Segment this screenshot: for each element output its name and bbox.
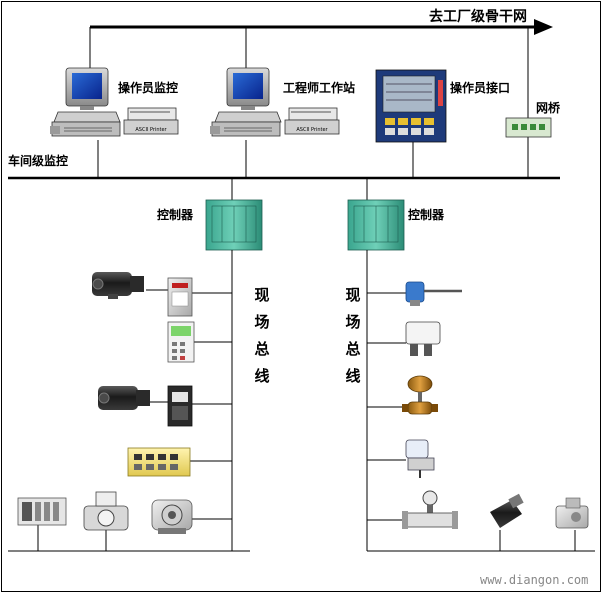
servo-motor-icon xyxy=(92,272,144,299)
printer-icon: ASCII Printer xyxy=(123,107,179,135)
operator-monitor-label: 操作员监控 xyxy=(118,81,179,95)
fieldbus-char: 总 xyxy=(345,340,361,358)
temperature-sensor-icon xyxy=(405,281,462,306)
left-branch-lines xyxy=(37,289,232,551)
flow-meter-icon xyxy=(402,490,458,529)
fieldbus-char: 总 xyxy=(254,340,270,358)
control-valve-icon xyxy=(402,375,438,415)
right-fieldbus-label: 现 场 总 线 xyxy=(344,282,362,390)
fieldbus-char: 现 xyxy=(345,286,361,304)
transmitter-icon xyxy=(405,321,441,356)
right-controller-label: 控制器 xyxy=(408,208,445,222)
printer-label: ASCII Printer xyxy=(296,127,328,133)
fieldbus-char: 场 xyxy=(345,313,361,331)
drive-unit-icon xyxy=(167,385,193,427)
bridge-icon xyxy=(505,117,552,138)
operator-panel-icon xyxy=(375,69,447,143)
right-controller-icon xyxy=(347,178,405,251)
fieldbus-char: 现 xyxy=(254,286,270,304)
gear-pump-icon xyxy=(555,497,589,529)
left-controller-label: 控制器 xyxy=(157,208,194,222)
remote-io-icon xyxy=(17,497,67,526)
watermark: www.diangon.com xyxy=(480,573,589,587)
operator-interface-label: 操作员接口 xyxy=(450,81,511,95)
engineer-station-label: 工程师工作站 xyxy=(283,81,356,95)
drive-unit-icon xyxy=(167,277,193,317)
backbone-label: 去工厂级骨干网 xyxy=(429,9,527,25)
valve-actuator-icon xyxy=(83,491,129,531)
engineer-pc-icon xyxy=(210,67,282,137)
motor-icon xyxy=(490,493,524,528)
left-fieldbus-label: 现 场 总 线 xyxy=(253,282,271,390)
fieldbus-char: 线 xyxy=(254,367,270,385)
printer-label: ASCII Printer xyxy=(135,127,167,133)
backbone-arrow xyxy=(90,19,553,35)
positioner-icon xyxy=(405,439,435,478)
io-terminal-icon xyxy=(127,447,191,477)
pump-icon xyxy=(151,499,193,534)
workshop-label: 车间级监控 xyxy=(8,154,69,168)
supervisory-connections xyxy=(89,27,529,178)
printer-icon: ASCII Printer xyxy=(284,107,340,135)
bridge-label: 网桥 xyxy=(536,101,561,115)
left-controller-icon xyxy=(205,178,263,251)
operator-pc-icon xyxy=(50,67,121,137)
fieldbus-char: 线 xyxy=(345,367,361,385)
fieldbus-char: 场 xyxy=(254,313,270,331)
servo-motor-icon xyxy=(98,386,150,410)
plc-module-icon xyxy=(167,321,195,363)
right-branch-lines xyxy=(367,292,576,551)
